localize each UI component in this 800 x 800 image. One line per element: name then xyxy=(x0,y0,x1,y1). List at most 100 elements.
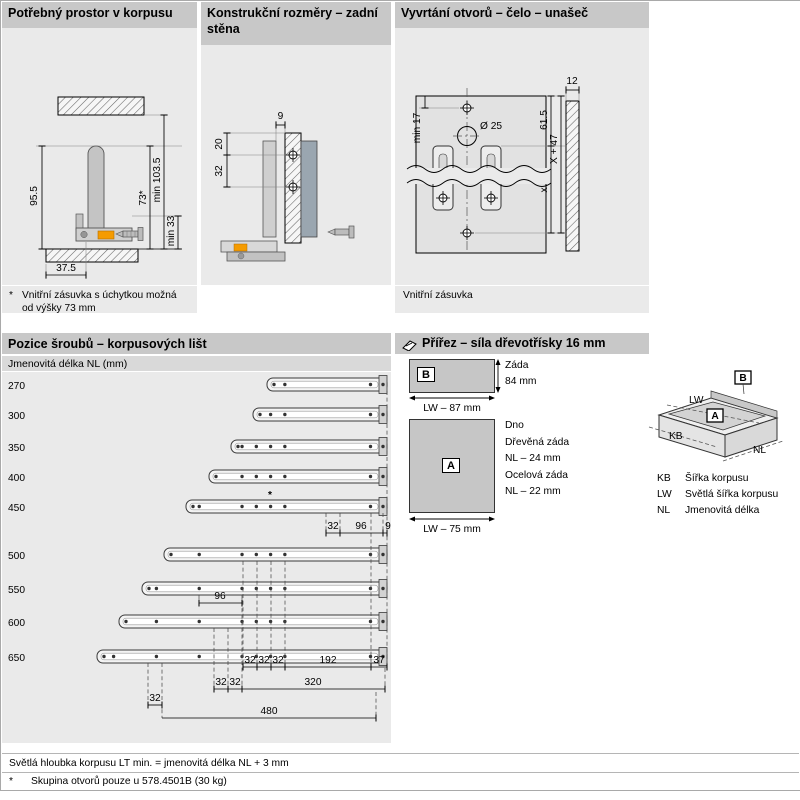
drawer-slide-row-600: 600 xyxy=(8,612,388,631)
dimension-lines: 95.5 73* min 103.5 min 33 37.5 xyxy=(29,114,182,279)
height-dimension-arrow xyxy=(495,359,501,393)
piece-A-tag: A xyxy=(442,458,460,473)
side-panel-edge xyxy=(565,100,580,252)
iso-nl-label: NL xyxy=(753,445,766,456)
piece-B-width: LW – 87 mm xyxy=(423,403,481,414)
back-panel xyxy=(710,390,778,419)
row-label: 550 xyxy=(8,585,25,596)
dim-32: 32 xyxy=(214,165,225,177)
iso-tag-B: B xyxy=(734,370,752,395)
nominal-length-subheader: Jmenovitá délka NL (mm) xyxy=(2,356,391,371)
panel-title: Potřebný prostor v korpusu xyxy=(8,6,173,20)
width-dimension-arrow-b xyxy=(409,395,495,401)
piece-A-row-4: NL – 22 mm xyxy=(505,486,561,497)
dim-9: 9 xyxy=(385,521,391,532)
required-space-drawing: 95.5 73* min 103.5 min 33 37.5 xyxy=(29,96,182,279)
panel-header-required-space: Potřebný prostor v korpusu xyxy=(2,2,197,28)
dim-37: 37 xyxy=(373,655,385,666)
dim-61-5: 61.5 xyxy=(539,110,550,130)
dim-32: 32 xyxy=(272,655,284,666)
projection-lines xyxy=(147,391,388,718)
drawer-slide-profile xyxy=(75,145,133,242)
drawer-back-panel xyxy=(262,140,277,238)
legend-key: LW xyxy=(657,489,672,500)
asterisk-mark: * xyxy=(268,490,272,501)
piece-B-name: Záda xyxy=(505,360,529,371)
dim-min-103-5: min 103.5 xyxy=(152,157,163,202)
legend-key: NL xyxy=(657,505,671,516)
footnote-asterisk: * xyxy=(9,290,13,301)
orange-locking-part xyxy=(97,230,115,240)
dim-95-5: 95.5 xyxy=(29,186,40,206)
drawer-slide-row-400: 400 xyxy=(8,467,388,486)
dim-320: 320 xyxy=(305,677,322,688)
panel-title: Konstrukční rozměry – zadní stěna xyxy=(207,6,378,36)
required-space-footnote: * Vnitřní zásuvka s úchytkou možná od vý… xyxy=(2,286,197,315)
dim-32: 32 xyxy=(258,655,270,666)
piece-A-row-1: Dřevěná záda xyxy=(505,437,570,448)
dim-96: 96 xyxy=(214,591,226,602)
row-label: 500 xyxy=(8,551,25,562)
iso-lw-label: LW xyxy=(689,395,704,406)
drawer-slide-row-450: 450 xyxy=(8,497,388,516)
panel-header-cut-size: Přířez – síla dřevotřísky 16 mm xyxy=(395,333,649,354)
legend-label: Světlá šířka korpusu xyxy=(685,489,779,500)
drilling-drawing-area: Ø 25 xyxy=(395,28,649,285)
rear-wall-drawing: 9 20 32 xyxy=(214,111,355,262)
dimension-lines: 9 20 32 xyxy=(214,111,286,188)
row-label: 400 xyxy=(8,473,25,484)
panel-header-drilling: Vyvrtání otvorů – čelo – unašeč xyxy=(395,2,649,28)
legend-row-lw: LW Světlá šířka korpusu xyxy=(657,489,778,501)
drawer-isometric-drawing: B A LW KB NL xyxy=(648,370,784,462)
dim-192: 192 xyxy=(320,655,337,666)
dim-min-17: min 17 xyxy=(412,112,423,143)
dimension-lines: 12 min 17 61.5 x X + 47 xyxy=(412,76,580,234)
row-label: 600 xyxy=(8,618,25,629)
legend-key: KB xyxy=(657,473,671,484)
required-space-drawing-area: 95.5 73* min 103.5 min 33 37.5 xyxy=(2,28,197,285)
iso-kb-label: KB xyxy=(669,431,683,442)
dim-min-33: min 33 xyxy=(166,215,177,246)
footnote-text: Vnitřní zásuvka xyxy=(403,290,473,301)
dim-x-47: X + 47 xyxy=(549,134,560,164)
drilling-footnote: Vnitřní zásuvka xyxy=(395,286,649,313)
drawer-slide-row-500: 500 xyxy=(8,545,388,564)
dim-x: x xyxy=(539,187,550,192)
drawer-slide-row-350: 350 xyxy=(8,437,388,456)
row-label: 650 xyxy=(8,653,25,664)
svg-text:A: A xyxy=(711,411,719,422)
orange-locking-part xyxy=(233,243,248,252)
dim-32: 32 xyxy=(229,677,241,688)
legend-label: Jmenovitá délka xyxy=(685,505,760,516)
row-label: 270 xyxy=(8,381,25,392)
dim-32: 32 xyxy=(149,693,161,704)
break-lines xyxy=(406,165,559,187)
panel-header-screw-positions: Pozice šroubů – korpusových lišt xyxy=(2,333,391,354)
dimension-lines: 32 96 9 96 32 32 32 192 37 xyxy=(147,490,391,722)
dim-12: 12 xyxy=(566,76,578,87)
footer-asterisk: * xyxy=(9,776,14,787)
drawer-slide-row-550: 550 xyxy=(8,579,388,598)
cut-icon xyxy=(402,339,417,351)
screw-positions-drawing: 270 300 350 400 450 500 550 600 650 xyxy=(8,375,391,722)
dim-480: 480 xyxy=(261,706,278,717)
piece-A-row-2: NL – 24 mm xyxy=(505,453,561,464)
dim-96: 96 xyxy=(355,521,367,532)
footnote-text: Vnitřní zásuvka s úchytkou možná od výšk… xyxy=(22,290,177,315)
row-label: 350 xyxy=(8,443,25,454)
drawer-slide-row-270: 270 xyxy=(8,375,388,394)
footer-divider-1 xyxy=(2,753,799,754)
dim-37-5: 37.5 xyxy=(56,263,76,274)
cabinet-bottom-panel xyxy=(45,248,182,263)
dim-dia-25: Ø 25 xyxy=(480,121,502,132)
dim-73: 73* xyxy=(138,190,149,205)
drawer-slide-row-300: 300 xyxy=(8,405,388,424)
panel-title: Přířez – síla dřevotřísky 16 mm xyxy=(422,335,606,350)
steel-back-profile xyxy=(300,140,318,238)
piece-A-row-3: Ocelová záda xyxy=(505,470,568,481)
screw-icon xyxy=(115,227,144,241)
footer-line-1: Světlá hloubka korpusu LT min. = jmenovi… xyxy=(9,758,289,769)
footer-divider-2 xyxy=(2,772,799,773)
